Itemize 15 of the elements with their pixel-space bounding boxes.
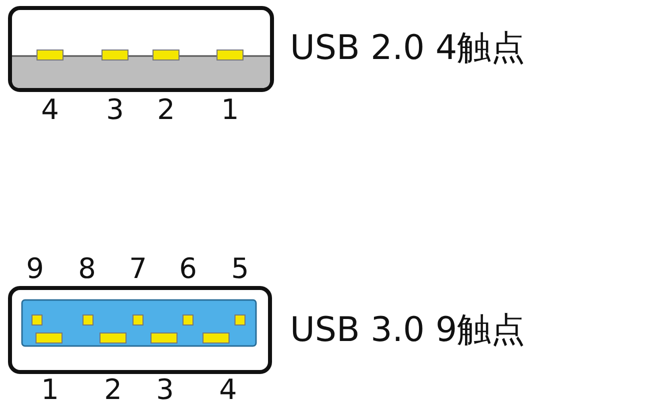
pin-number: 3 bbox=[156, 376, 174, 404]
pin-number: 8 bbox=[78, 255, 96, 283]
connector-title: USB 3.0 9触点 bbox=[290, 313, 526, 347]
pin-number: 2 bbox=[104, 376, 122, 404]
pin-number: 7 bbox=[129, 255, 147, 283]
pin-number: 1 bbox=[41, 376, 59, 404]
pin-number: 3 bbox=[106, 96, 124, 124]
pin-number: 6 bbox=[179, 255, 197, 283]
pin-number: 4 bbox=[219, 376, 237, 404]
pin-number: 9 bbox=[26, 255, 44, 283]
pin-number: 5 bbox=[231, 255, 249, 283]
pin-number: 4 bbox=[41, 96, 59, 124]
pin-number: 1 bbox=[221, 96, 239, 124]
pin-number: 2 bbox=[157, 96, 175, 124]
connector-title: USB 2.0 4触点 bbox=[290, 31, 526, 65]
